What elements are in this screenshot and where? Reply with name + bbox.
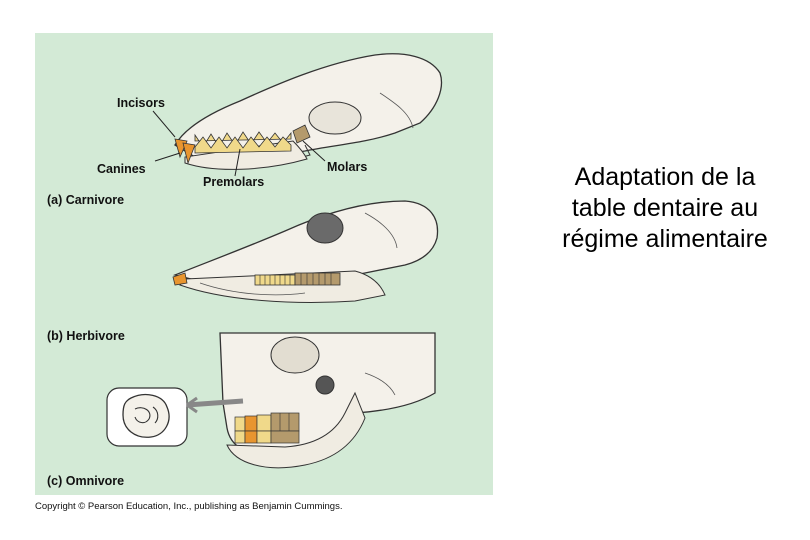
incisors-label: Incisors <box>117 96 165 110</box>
canine-lower <box>182 142 196 165</box>
carnivore-caption: (a) Carnivore <box>47 193 125 207</box>
slide-title-line-2: table dentaire au <box>571 194 759 222</box>
premolars-label: Premolars <box>203 175 265 189</box>
carnivore-molars <box>292 124 311 144</box>
canines-label: Canines <box>97 162 146 176</box>
carnivore-skull <box>174 53 443 170</box>
herbivore-caption: (b) Herbivore <box>47 329 125 343</box>
molar-detail-inset <box>106 387 244 447</box>
herbivore-skull <box>172 200 439 303</box>
copyright-notice: Copyright © Pearson Education, Inc., pub… <box>35 501 343 512</box>
figure-panel: Incisors Canines Premolars Molars (a) Ca… <box>35 33 493 495</box>
omnivore-skull <box>219 332 436 469</box>
slide-title: Adaptation de la table dentaire au régim… <box>520 162 810 255</box>
slide-title-line-1: Adaptation de la <box>574 163 756 191</box>
molars-label: Molars <box>327 160 368 174</box>
skull-illustration <box>106 53 443 469</box>
slide-title-line-3: régime alimentaire <box>562 225 768 253</box>
omnivore-caption: (c) Omnivore <box>47 474 125 488</box>
